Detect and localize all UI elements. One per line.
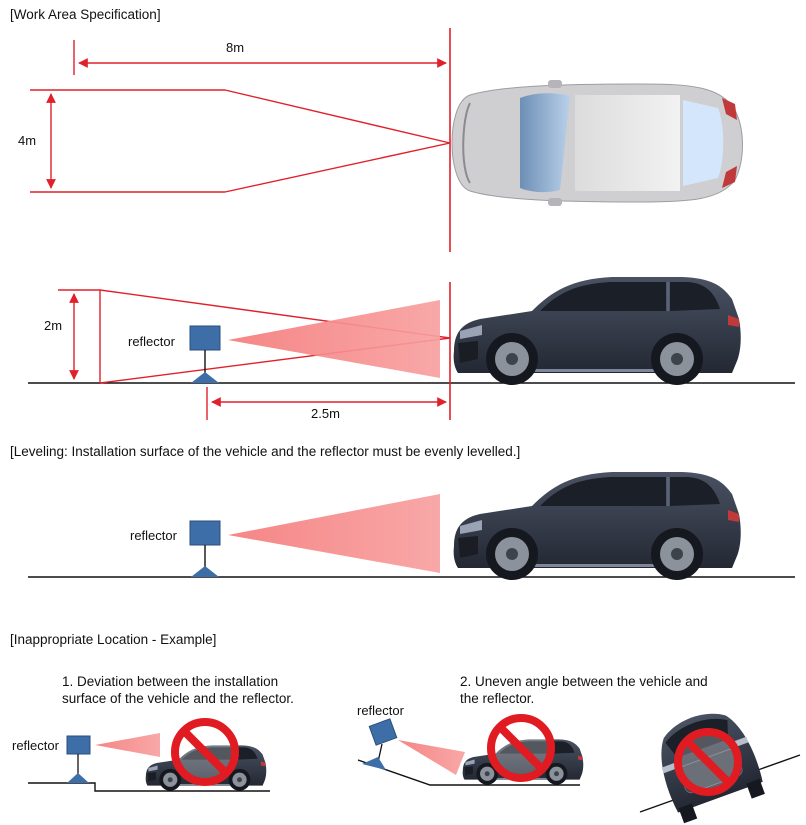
example1-reflector-label: reflector [12, 738, 59, 753]
side-view-diagram [28, 275, 795, 420]
example1-caption-line1: 1. Deviation between the installation [62, 674, 279, 689]
reflector-icon [362, 718, 398, 770]
reflector-icon [189, 325, 221, 383]
example1-caption-line2: surface of the vehicle and the reflector… [62, 691, 294, 706]
example2-diagram [357, 713, 801, 824]
inappropriate-title: [Inappropriate Location - Example] [10, 632, 217, 647]
car-side-view-icon [452, 470, 743, 582]
leveling-title: [Leveling: Installation surface of the v… [10, 444, 521, 459]
example2-caption-line1: 2. Uneven angle between the vehicle and [460, 674, 708, 689]
reflector-icon [66, 735, 91, 783]
example2-reflector-label: reflector [357, 703, 404, 718]
prohibited-sign-icon [491, 718, 551, 778]
width-4m-label: 4m [18, 133, 37, 148]
car-top-view-icon [451, 80, 743, 206]
top-view-diagram [30, 28, 743, 252]
leveling-diagram [28, 470, 795, 582]
reflector-label: reflector [130, 528, 177, 543]
reflector-icon [189, 520, 221, 577]
prohibited-sign-icon [175, 722, 235, 782]
work-area-title: [Work Area Specification] [10, 7, 161, 22]
reflector-label: reflector [128, 334, 175, 349]
example1-diagram [28, 722, 270, 792]
distance-2-5m-label: 2.5m [311, 406, 340, 421]
prohibited-sign-icon [678, 732, 738, 792]
example2-caption-line2: the reflector. [460, 691, 535, 706]
car-side-view-icon [452, 275, 743, 387]
height-2m-label: 2m [44, 318, 63, 333]
length-8m-label: 8m [226, 40, 245, 55]
